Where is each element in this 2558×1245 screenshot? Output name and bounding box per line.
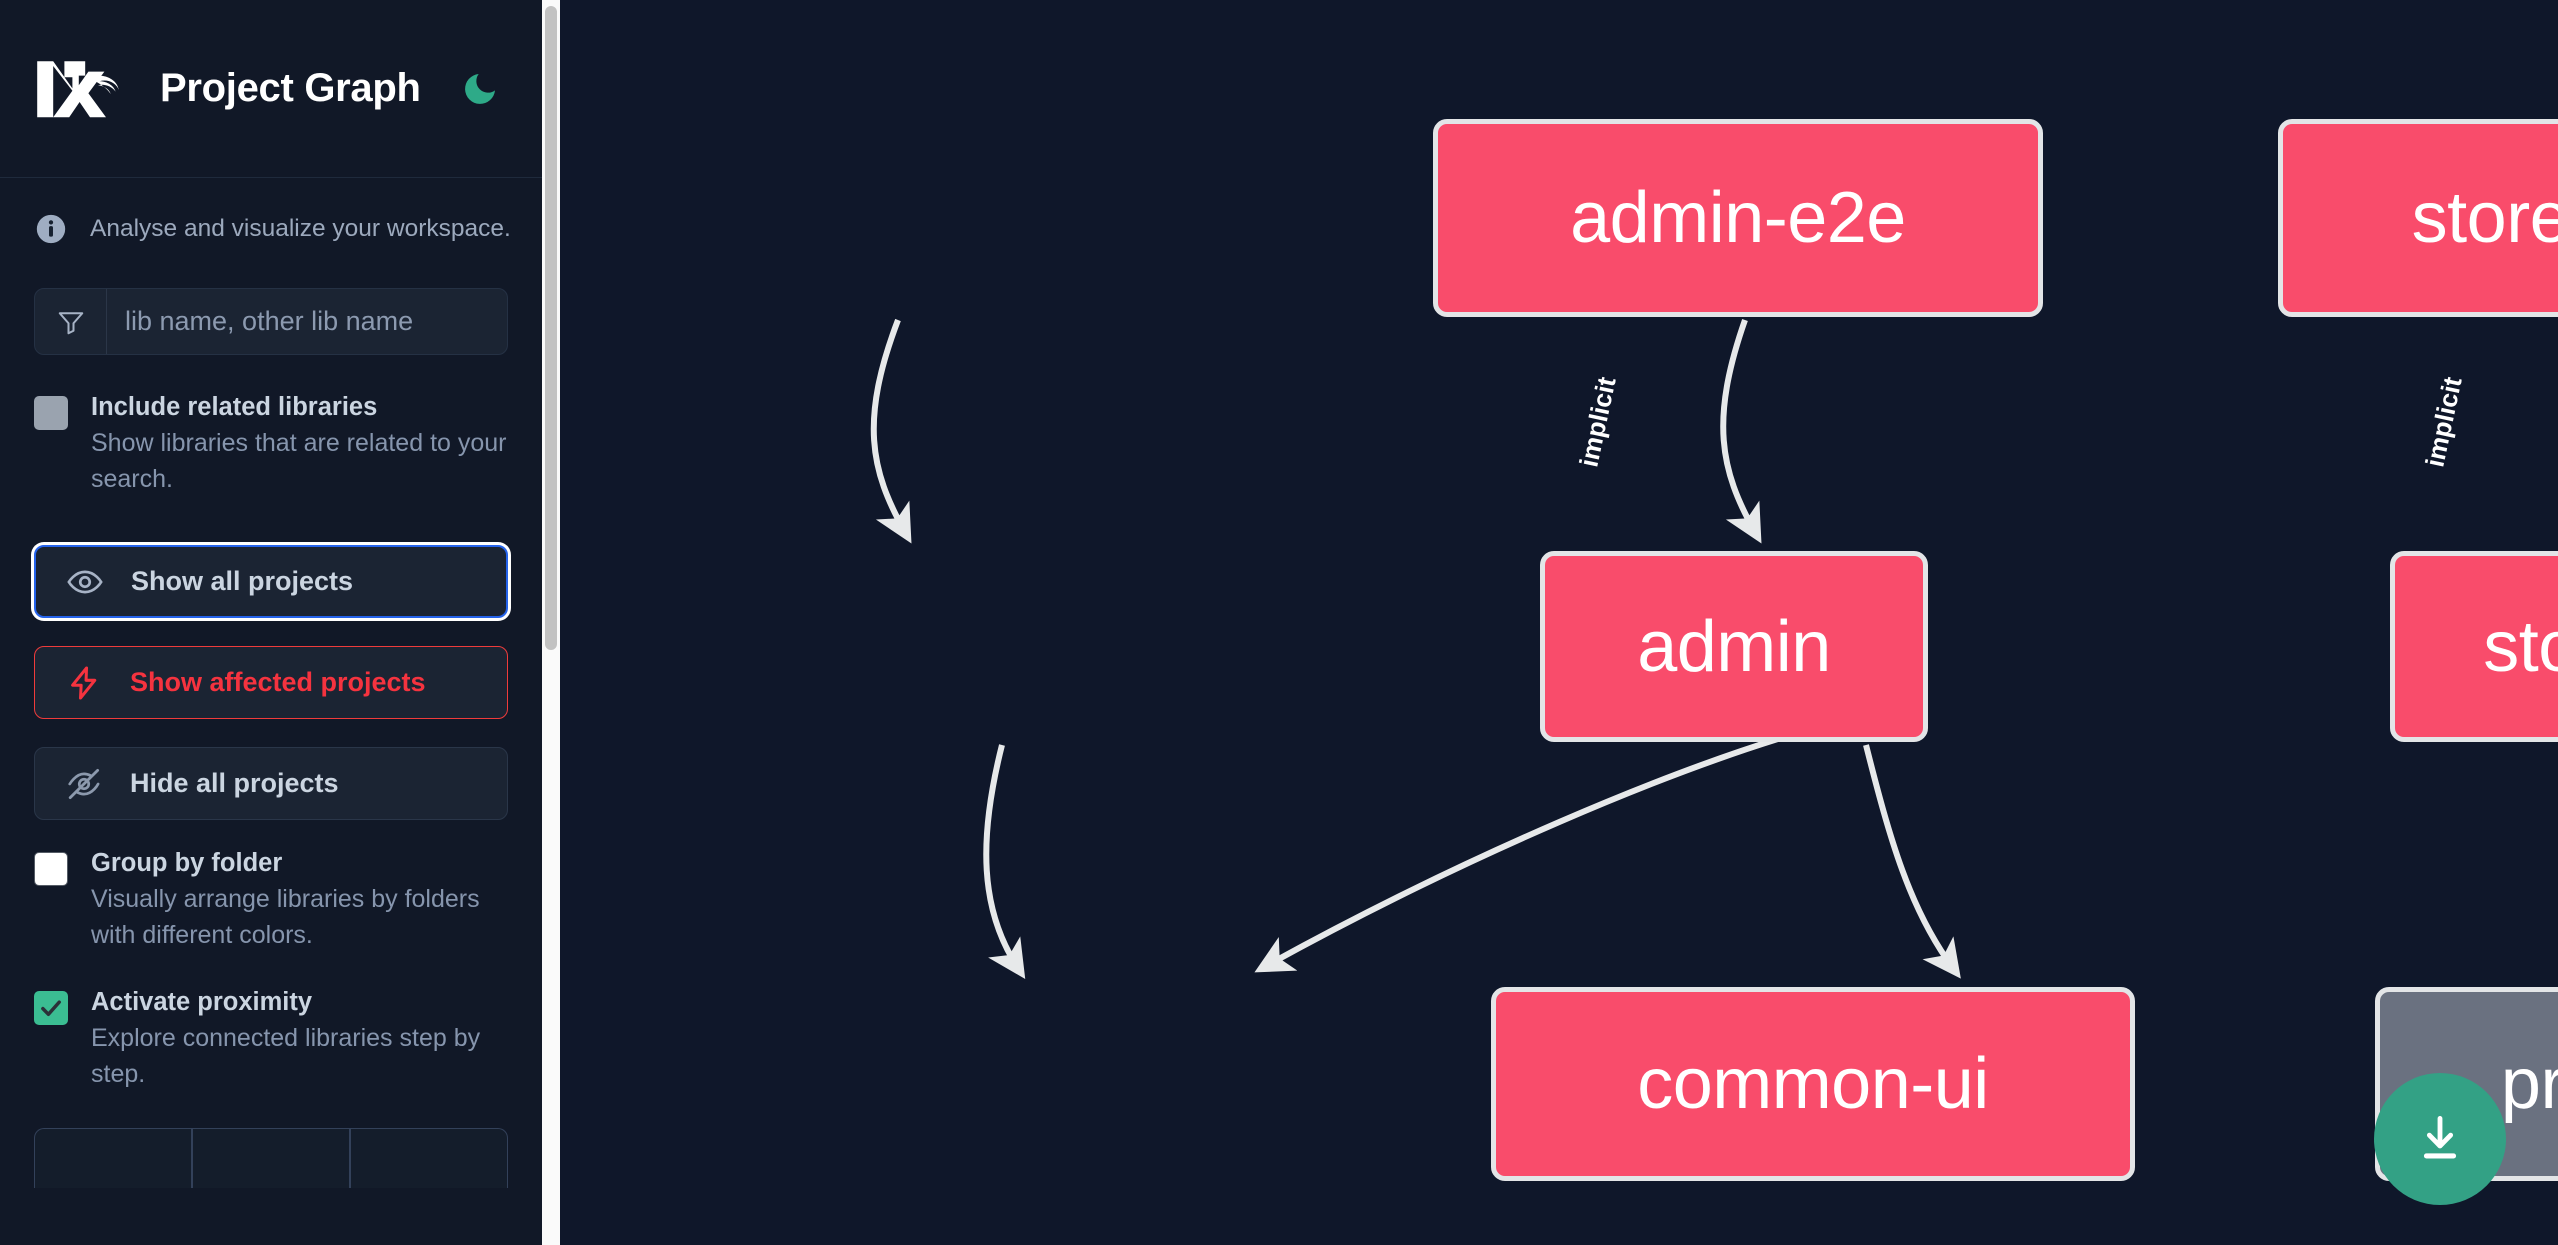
checkbox-group-by-folder[interactable]	[34, 852, 68, 887]
sidebar-body: Include related libraries Show libraries…	[0, 288, 542, 1189]
edge-store-e2e-to-store	[1720, 319, 1762, 544]
option-description: Show libraries that are related to your …	[91, 429, 507, 493]
edge-store-to-common-ui	[1254, 715, 1854, 973]
text-filter-segmented-control[interactable]	[34, 1128, 508, 1189]
filter-icon	[35, 289, 107, 354]
search-box[interactable]	[34, 288, 508, 355]
show-all-projects-label: Show all projects	[131, 566, 354, 597]
sidebar-scrollbar[interactable]	[542, 0, 560, 1245]
node-label: products	[2500, 1044, 2558, 1124]
download-icon	[2423, 1116, 2457, 1159]
graph-node-admin[interactable]: admin	[1540, 551, 1928, 742]
node-label: admin	[1637, 606, 1831, 687]
graph-node-admin-e2e[interactable]: admin-e2e	[1433, 119, 2043, 317]
segment-option-2[interactable]	[192, 1128, 350, 1189]
eye-icon	[66, 563, 106, 601]
option-description: Visually arrange libraries by folders wi…	[91, 885, 480, 949]
hide-all-projects-button[interactable]: Hide all projects	[34, 747, 508, 821]
page-title: Project Graph	[160, 66, 421, 110]
node-label: store	[2483, 606, 2558, 687]
show-all-projects-button[interactable]: Show all projects	[34, 545, 508, 619]
sidebar-tagline: Analyse and visualize your workspace.	[0, 178, 542, 246]
visibility-button-group: Show all projects Show affected projects	[34, 545, 508, 821]
show-affected-projects-button[interactable]: Show affected projects	[34, 646, 508, 720]
info-icon	[34, 212, 68, 246]
graph-canvas[interactable]: admin-e2e store-e2e admin store common-u…	[560, 0, 2558, 1245]
option-title: Activate proximity	[91, 988, 313, 1017]
option-activate-proximity[interactable]: Activate proximity Explore connected lib…	[34, 987, 508, 1092]
option-title: Include related libraries	[91, 393, 378, 421]
graph-node-store-e2e[interactable]: store-e2e	[2278, 119, 2558, 317]
lightning-bolt-icon	[65, 664, 105, 702]
graph-node-store[interactable]: store	[2390, 551, 2558, 742]
edge-admin-e2e-to-admin	[870, 318, 912, 544]
edge-admin-to-common-ui	[983, 744, 1026, 980]
nx-logo	[34, 58, 130, 120]
search-input[interactable]	[107, 289, 507, 354]
segment-option-1[interactable]	[34, 1128, 192, 1189]
edge-store-to-products	[1863, 744, 1961, 979]
checkbox-activate-proximity[interactable]	[34, 991, 68, 1026]
tagline-text: Analyse and visualize your workspace.	[90, 215, 511, 242]
option-include-related-libraries[interactable]: Include related libraries Show libraries…	[34, 392, 508, 497]
option-group-by-folder[interactable]: Group by folder Visually arrange librari…	[34, 848, 508, 953]
sidebar-scrollbar-thumb[interactable]	[545, 6, 557, 650]
checkbox-include-related-libraries[interactable]	[34, 396, 68, 430]
graph-node-common-ui[interactable]: common-ui	[1491, 987, 2135, 1181]
node-label: store-e2e	[2411, 178, 2558, 258]
segment-option-3[interactable]	[350, 1128, 508, 1189]
graph-edges	[870, 318, 1961, 980]
moon-icon[interactable]	[457, 66, 503, 112]
show-affected-projects-label: Show affected projects	[130, 667, 426, 698]
node-label: common-ui	[1637, 1044, 1989, 1124]
option-description: Explore connected libraries step by step…	[91, 1024, 481, 1088]
eye-off-icon	[65, 765, 105, 803]
sidebar: Project Graph Analyse and visualize your…	[0, 0, 560, 1245]
download-icon-button[interactable]	[2374, 1073, 2506, 1205]
option-title: Group by folder	[91, 849, 283, 878]
hide-all-projects-label: Hide all projects	[130, 768, 339, 799]
sidebar-header: Project Graph	[0, 0, 542, 178]
node-label: admin-e2e	[1570, 178, 1906, 258]
